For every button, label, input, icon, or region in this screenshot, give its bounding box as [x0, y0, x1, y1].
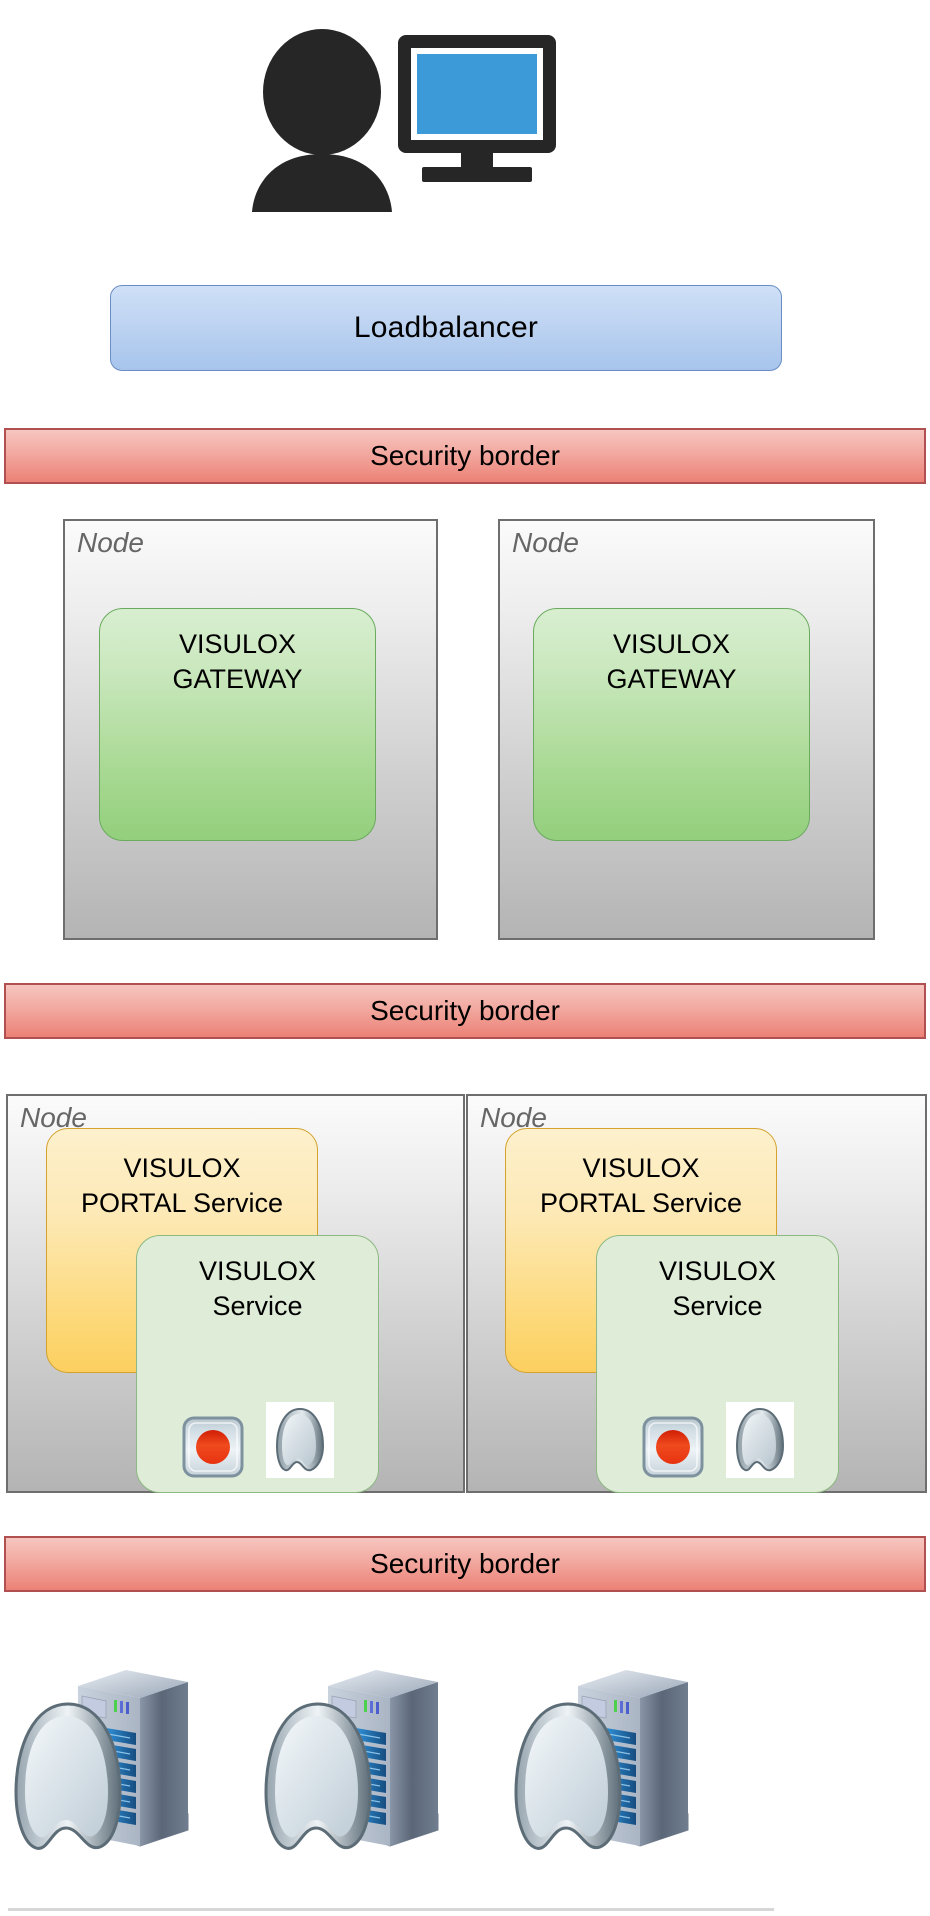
security-border-2: Security border: [4, 983, 926, 1039]
target-server-1[interactable]: [8, 1646, 248, 1876]
monitor-base-icon: [422, 167, 532, 182]
session-arch-icon[interactable]: [725, 1402, 794, 1478]
gateway-node-left-label: Node: [77, 527, 144, 558]
visulox-service-right-line1: VISULOX: [658, 1256, 777, 1286]
visulox-service-box-left[interactable]: VISULOX Service: [136, 1235, 379, 1493]
visulox-portal-left-line1: VISULOX: [123, 1153, 241, 1183]
security-border-1: Security border: [4, 428, 926, 484]
visulox-service-left-line2: Service: [212, 1291, 303, 1322]
service-icons-right: [597, 1402, 838, 1478]
monitor-neck-icon: [461, 153, 493, 169]
visulox-gateway-right-line2: GATEWAY: [606, 663, 737, 694]
security-border-3-label: Security border: [370, 1548, 560, 1579]
service-icons-left: [137, 1402, 378, 1478]
visulox-gateway-box-left[interactable]: VISULOX GATEWAY: [99, 608, 376, 841]
visulox-gateway-box-right[interactable]: VISULOX GATEWAY: [533, 608, 810, 841]
target-server-3[interactable]: [508, 1646, 748, 1876]
user-head-icon: [263, 29, 381, 155]
loadbalancer-box[interactable]: Loadbalancer: [110, 285, 782, 371]
visulox-portal-right-line2: PORTAL Service: [539, 1188, 743, 1219]
service-node-right-label: Node: [480, 1102, 547, 1133]
visulox-gateway-left-line2: GATEWAY: [172, 663, 303, 694]
loadbalancer-label: Loadbalancer: [353, 311, 539, 344]
visulox-portal-left-line2: PORTAL Service: [80, 1188, 284, 1219]
client-workstation-icon: [250, 22, 580, 212]
visulox-service-right-line2: Service: [672, 1291, 763, 1322]
target-server-2[interactable]: [258, 1646, 498, 1876]
bottom-divider-1: [8, 1908, 266, 1911]
bottom-divider-2: [262, 1908, 520, 1911]
session-arch-icon[interactable]: [265, 1402, 334, 1478]
security-border-3: Security border: [4, 1536, 926, 1592]
record-button-icon[interactable]: [642, 1416, 704, 1478]
visulox-gateway-right-line1: VISULOX: [612, 629, 731, 659]
security-border-2-label: Security border: [370, 995, 560, 1026]
visulox-portal-right-line1: VISULOX: [582, 1153, 700, 1183]
monitor-screen-icon: [417, 54, 537, 134]
record-button-icon[interactable]: [182, 1416, 244, 1478]
visulox-gateway-left-line1: VISULOX: [178, 629, 297, 659]
visulox-service-left-line1: VISULOX: [198, 1256, 317, 1286]
security-border-1-label: Security border: [370, 440, 560, 471]
gateway-node-right-label: Node: [512, 527, 579, 558]
bottom-divider-3: [516, 1908, 774, 1911]
visulox-service-box-right[interactable]: VISULOX Service: [596, 1235, 839, 1493]
service-node-left-label: Node: [20, 1102, 87, 1133]
user-body-icon: [252, 154, 392, 212]
